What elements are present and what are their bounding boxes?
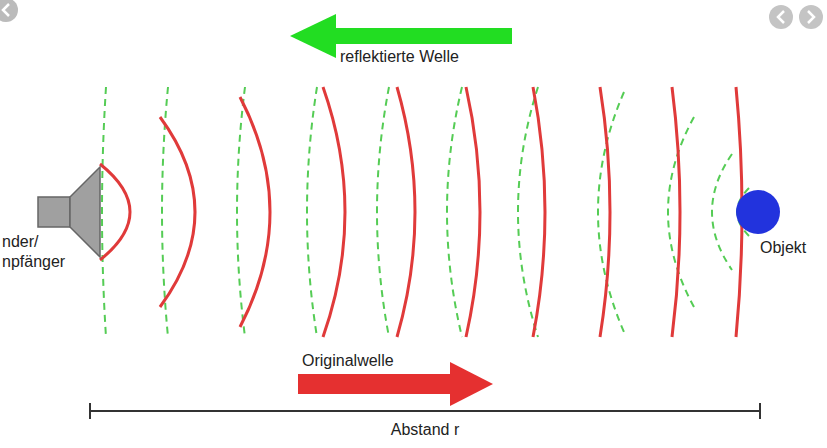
nav-buttons — [0, 0, 823, 29]
original-wavefront — [533, 87, 545, 337]
reflected-wavefront — [447, 87, 462, 337]
original-wavefront — [466, 87, 480, 337]
original-wavefront — [397, 87, 415, 337]
dimension-line — [90, 403, 760, 419]
original-wavefront — [600, 87, 610, 337]
reflected-wavefront — [102, 87, 106, 337]
original-wavefront — [100, 164, 130, 260]
original-wavefront — [323, 87, 345, 337]
reflected-wavefront — [377, 87, 389, 337]
reflected-wavefront — [518, 87, 538, 337]
reflected-wavefront — [307, 87, 317, 337]
original-wavefront — [240, 97, 270, 327]
speaker-node: nder/ npfänger — [0, 160, 110, 285]
object-node: Objekt — [734, 188, 826, 268]
original-wavefront — [160, 117, 195, 307]
reflected-wavefront — [712, 154, 732, 270]
node-label: Objekt — [760, 238, 822, 258]
wave-label: Originalwelle — [300, 351, 396, 371]
wave-fronts — [100, 87, 749, 337]
dimension-label: Abstand r — [389, 420, 461, 440]
node-label: nder/ npfänger — [2, 232, 76, 272]
original-wavefront — [672, 87, 680, 337]
wave-label: reflektierte Welle — [338, 47, 461, 67]
reflected-wavefront — [237, 87, 245, 337]
